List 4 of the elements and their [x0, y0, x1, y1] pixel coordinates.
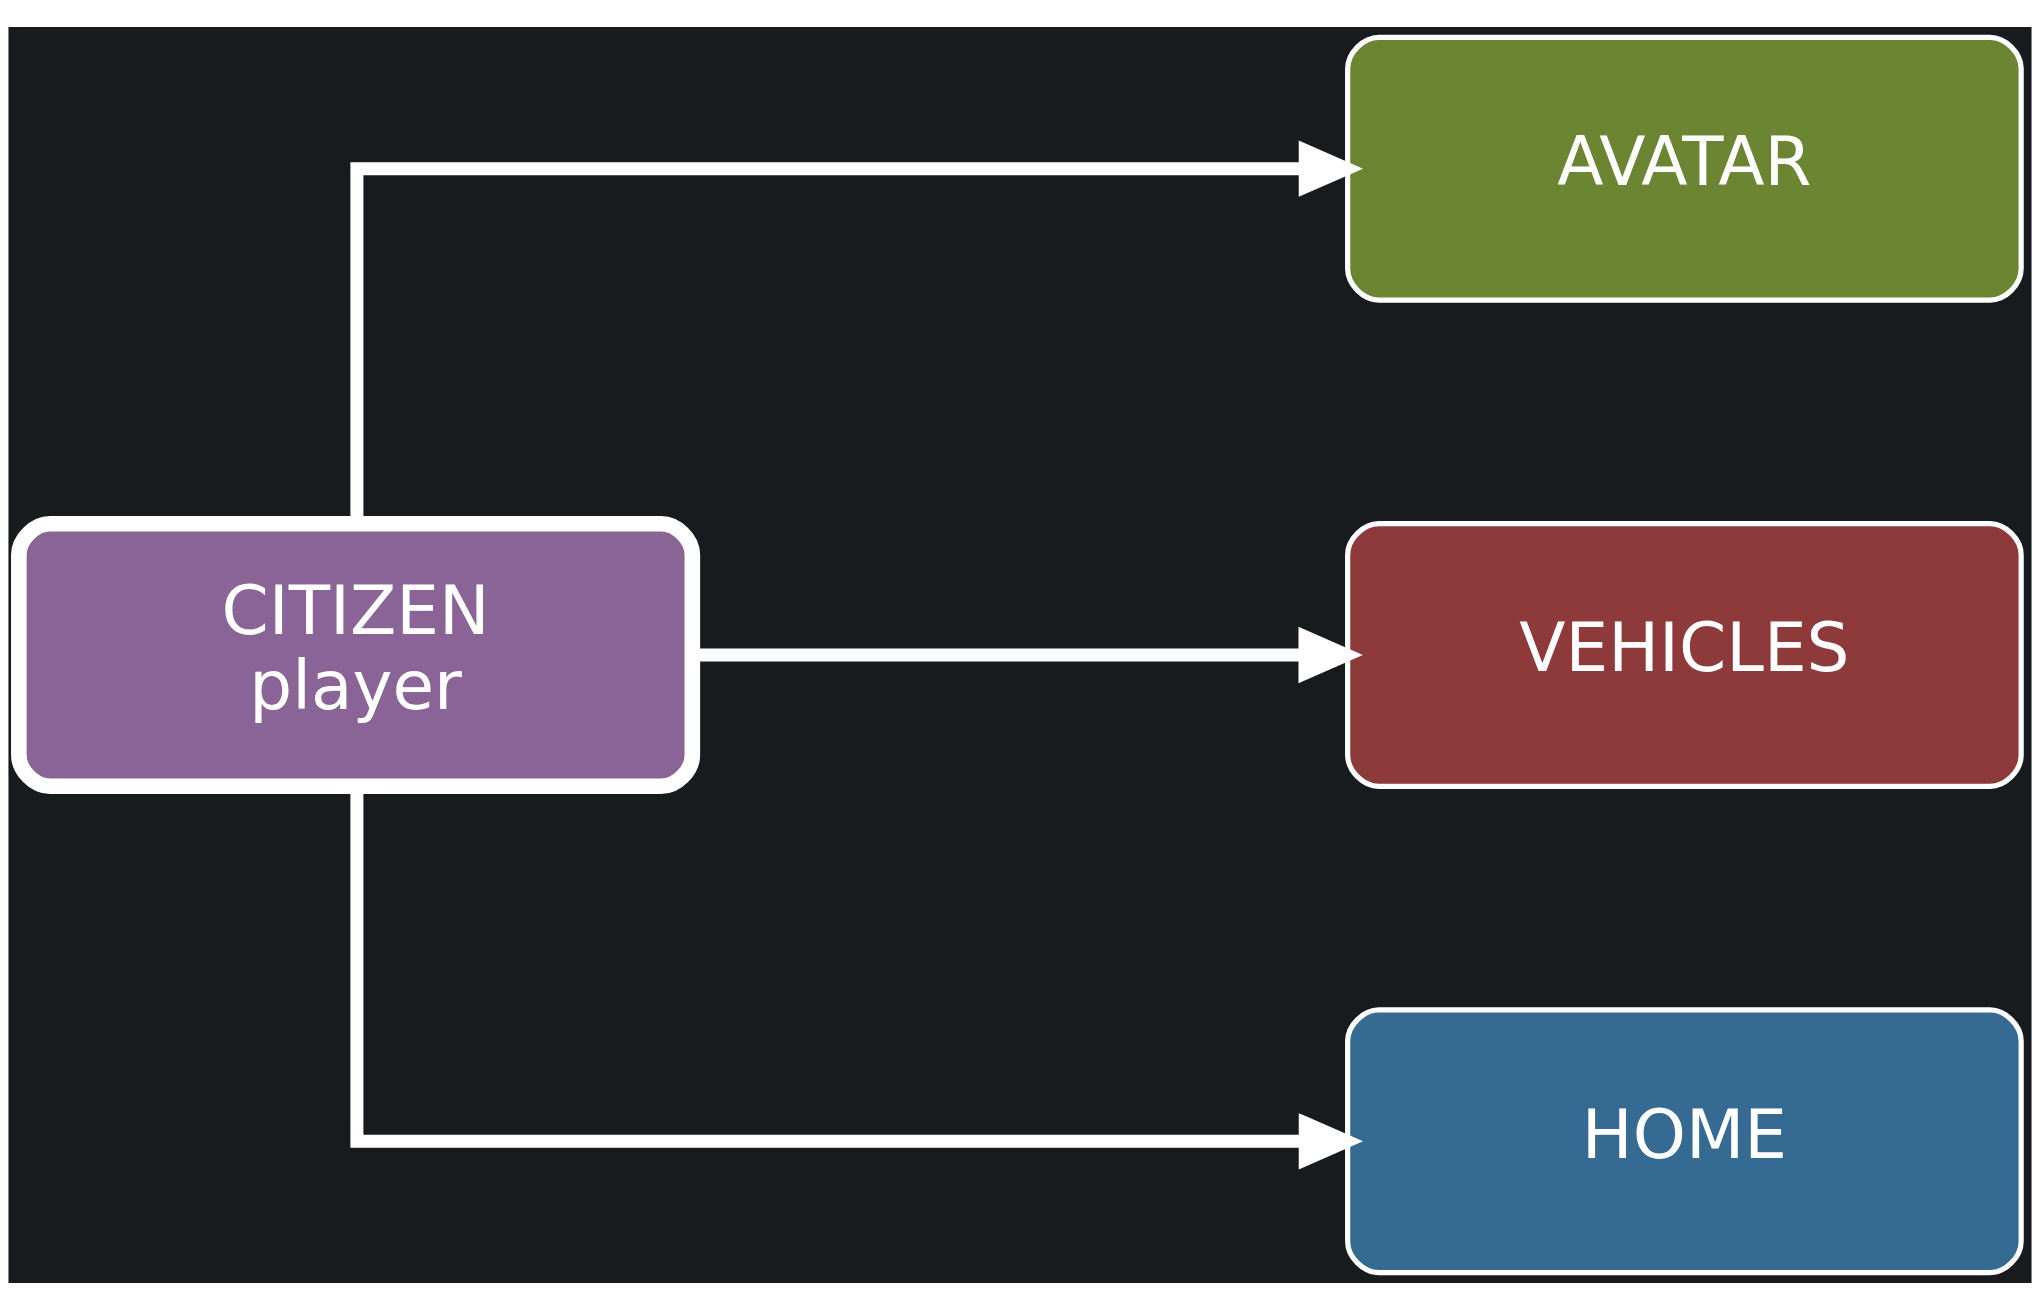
- node-box: VEHICLES: [1345, 521, 2024, 789]
- node-box: AVATAR: [1345, 34, 2024, 303]
- node-box: HOME: [1345, 1007, 2024, 1276]
- node-box: CITIZEN player: [11, 515, 701, 795]
